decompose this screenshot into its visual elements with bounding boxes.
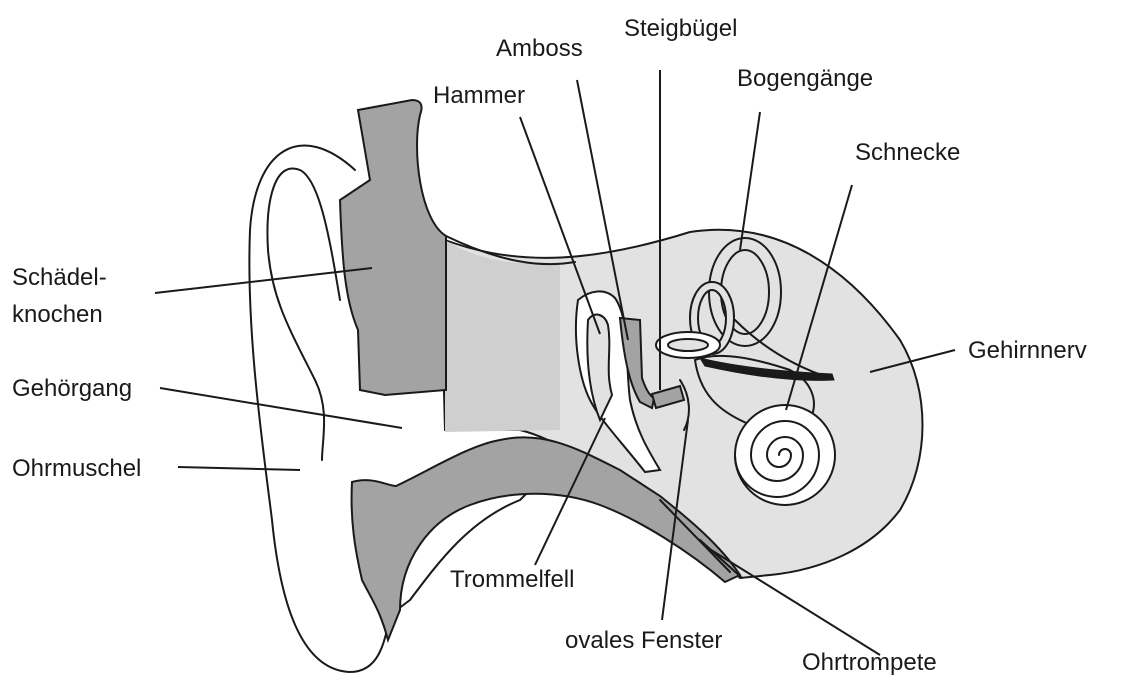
label-gehirnnerv: Gehirnnerv [968, 337, 1087, 364]
leader-gehoergang [160, 388, 402, 428]
cochlea [735, 405, 835, 505]
label-schaedel-line2: knochen [12, 301, 103, 328]
label-amboss: Amboss [496, 35, 583, 62]
label-steigbuegel: Steigbügel [624, 15, 737, 42]
leader-bogengaenge [740, 112, 760, 250]
label-hammer: Hammer [433, 82, 525, 109]
label-ohrmuschel: Ohrmuschel [12, 455, 141, 482]
skull-bone-upper [340, 100, 446, 395]
label-gehoergang: Gehörgang [12, 375, 132, 402]
label-schnecke: Schnecke [855, 139, 960, 166]
label-bogengaenge: Bogengänge [737, 65, 873, 92]
label-ohrtrompete: Ohrtrompete [802, 649, 937, 676]
label-trommelfell: Trommelfell [450, 566, 574, 593]
semicircular-canal-horizontal-hole [668, 339, 708, 351]
leader-schaedelknochen [155, 268, 372, 293]
label-ovales-fenster: ovales Fenster [565, 627, 722, 654]
leader-ohrmuschel [178, 467, 300, 470]
shaded-band [445, 240, 560, 432]
label-schaedel-line1: Schädel- [12, 264, 107, 291]
